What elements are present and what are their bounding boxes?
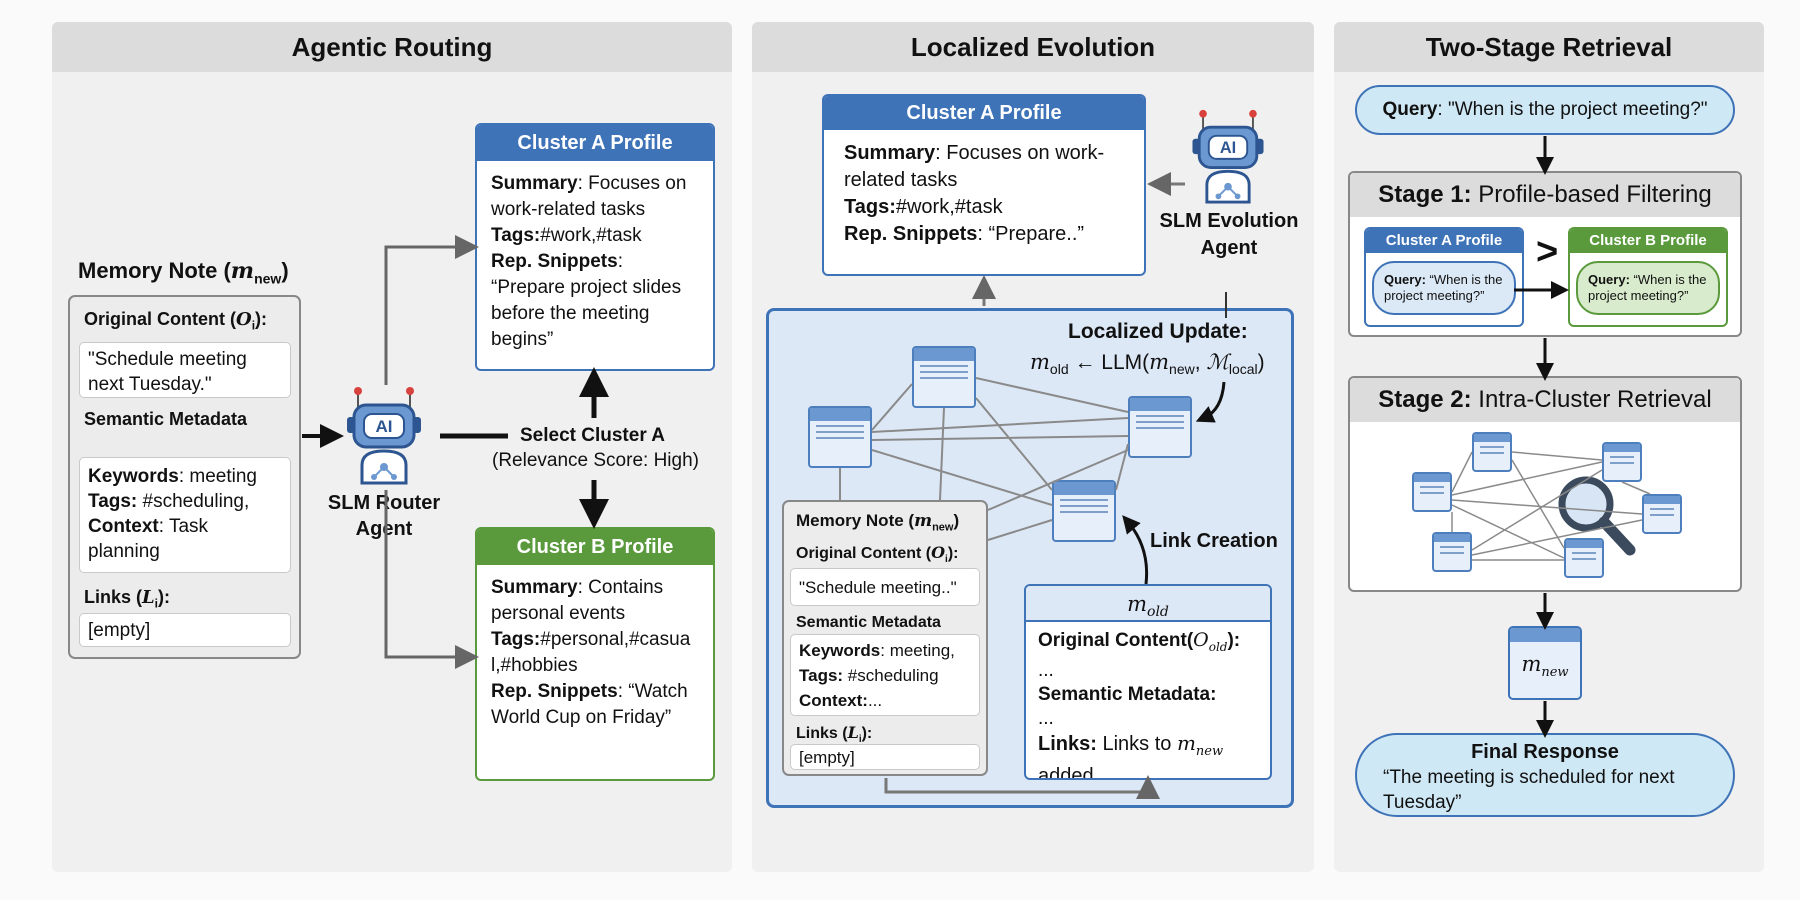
cluster-a-profile-title: Cluster A Profile	[477, 125, 713, 161]
slm-router-agent-label: SLM Router Agent	[327, 492, 441, 540]
stage1-cluster-a-query: Query: “When is the project meeting?”	[1372, 261, 1516, 315]
memory-node-icon	[1128, 396, 1192, 458]
stage2-box: Stage 2: Intra-Cluster Retrieval	[1348, 376, 1742, 592]
localized-update-formula: mold ← LLM(mnew, ℳlocal)	[1030, 350, 1265, 378]
cluster-b-profile-card: Cluster B Profile Summary: Contains pers…	[475, 527, 715, 781]
links-value: [empty]	[79, 613, 291, 647]
memory-node-icon	[1432, 532, 1472, 572]
links-label: Links (Li):	[84, 587, 171, 611]
semantic-metadata-box: Keywords: meeting Tags: #scheduling, Con…	[79, 457, 291, 573]
final-response-pill: Final Response “The meeting is scheduled…	[1355, 733, 1735, 817]
cluster-b-profile-body: Summary: Contains personal events Tags:#…	[491, 577, 691, 728]
link-creation-label: Link Creation	[1150, 530, 1278, 552]
evolution-cluster-a-profile-title: Cluster A Profile	[824, 96, 1144, 130]
stage2-title: Stage 2: Intra-Cluster Retrieval	[1350, 378, 1740, 422]
evolution-semantic-metadata-label: Semantic Metadata	[796, 614, 941, 631]
final-response-value: “The meeting is scheduled for next Tuesd…	[1383, 767, 1675, 813]
m-old-body: Original Content(Oold): ... Semantic Met…	[1038, 629, 1241, 780]
original-content-label: Original Content (Oi):	[84, 309, 268, 333]
evolution-links-value: [empty]	[790, 744, 980, 770]
memory-node-icon	[912, 346, 976, 408]
memory-note-card: Original Content (Oi): "Schedule meeting…	[68, 295, 301, 659]
slm-evolution-agent-label: SLM Evolution Agent	[1159, 210, 1299, 259]
slm-evolution-robot-icon: AI	[1188, 108, 1268, 204]
memory-node-icon	[1412, 472, 1452, 512]
two-stage-retrieval-title: Two-Stage Retrieval	[1334, 22, 1764, 72]
evolution-original-content-value: "Schedule meeting.."	[790, 568, 980, 606]
memory-node-icon	[808, 406, 872, 468]
evolution-memory-note-card: Memory Note (mnew) Original Content (Oi)…	[782, 500, 988, 776]
evolution-memory-note-title: Memory Note (mnew)	[796, 511, 960, 534]
memory-node-icon	[1472, 432, 1512, 472]
evolution-semantic-metadata-box: Keywords: meeting, Tags: #scheduling Con…	[790, 634, 980, 716]
magnifier-icon	[1552, 470, 1638, 560]
agentic-routing-title: Agentic Routing	[52, 22, 732, 72]
evolution-original-content-label: Original Content (Oi):	[796, 543, 959, 566]
query-pill: Query: "When is the project meeting?"	[1355, 85, 1735, 135]
m-old-card: mold Original Content(Oold): ... Semanti…	[1024, 584, 1272, 780]
memory-node-icon	[1052, 480, 1116, 542]
memory-node-icon	[1642, 494, 1682, 534]
compare-symbol: >	[1536, 231, 1559, 273]
relevance-score-label: (Relevance Score: High)	[492, 450, 699, 471]
cluster-b-profile-title: Cluster B Profile	[477, 529, 713, 565]
stage1-title: Stage 1: Profile-based Filtering	[1350, 173, 1740, 217]
svg-text:AI: AI	[1220, 139, 1236, 157]
m-new-node: mnew	[1508, 626, 1582, 700]
evolution-cluster-a-profile-card: Cluster A Profile Summary: Focuses on wo…	[822, 94, 1146, 276]
memory-node-icon	[1602, 442, 1642, 482]
cluster-a-profile-card: Cluster A Profile Summary: Focuses on wo…	[475, 123, 715, 371]
cluster-a-profile-body: Summary: Focuses on work-related tasks T…	[491, 173, 687, 350]
slm-router-robot-icon: AI	[344, 385, 424, 485]
localized-update-title: Localized Update:	[1068, 320, 1248, 343]
m-old-title: mold	[1026, 586, 1270, 622]
stage1-cluster-a-card: Cluster A Profile Query: “When is the pr…	[1364, 227, 1524, 327]
original-content-value: "Schedule meeting next Tuesday."	[79, 342, 291, 398]
memory-note-title: Memory Note (mnew)	[78, 258, 289, 287]
localized-evolution-title: Localized Evolution	[752, 22, 1314, 72]
stage1-cluster-b-card: Cluster B Profile Query: “When is the pr…	[1568, 227, 1728, 327]
final-response-title: Final Response	[1471, 741, 1619, 763]
stage1-box: Stage 1: Profile-based Filtering Cluster…	[1348, 171, 1742, 337]
evolution-links-label: Links (Li):	[796, 723, 873, 746]
select-cluster-label: Select Cluster A	[520, 425, 666, 446]
evolution-cluster-a-profile-body: Summary: Focuses on work-related tasks T…	[844, 142, 1105, 245]
svg-text:AI: AI	[376, 417, 393, 436]
semantic-metadata-label: Semantic Metadata	[84, 409, 248, 429]
stage1-cluster-b-query: Query: “When is the project meeting?”	[1576, 261, 1720, 315]
